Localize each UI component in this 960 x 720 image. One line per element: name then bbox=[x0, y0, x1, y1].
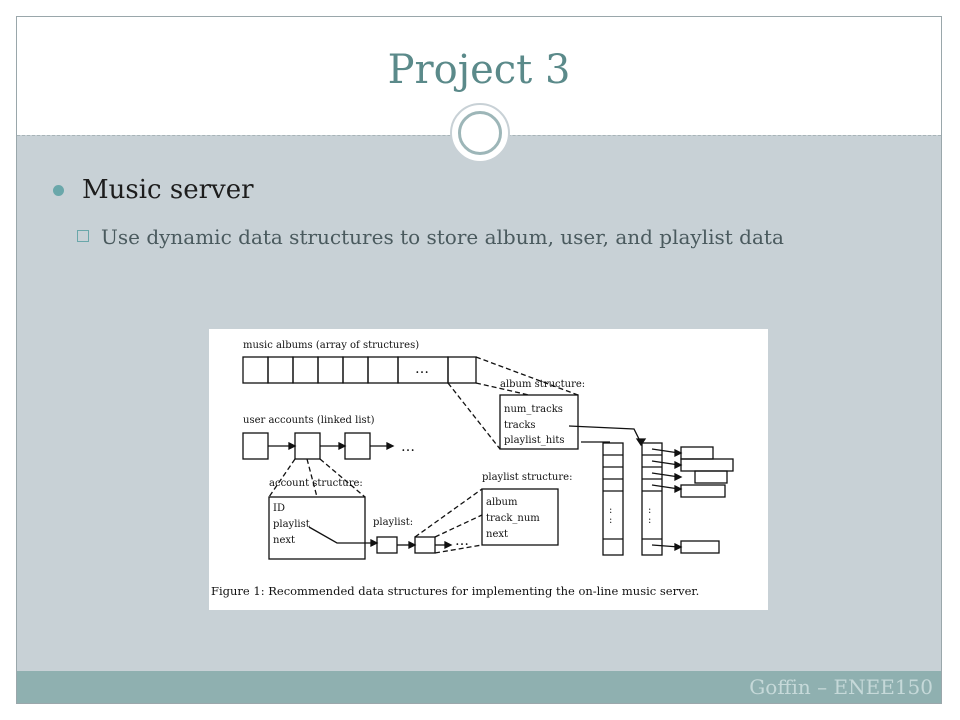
bullet-dot-icon bbox=[53, 184, 64, 196]
footer-text: Goffin – ENEE150 bbox=[749, 675, 933, 699]
label-user-accounts: user accounts (linked list) bbox=[243, 415, 375, 426]
account-structure-rect bbox=[268, 496, 366, 560]
label-music-albums: music albums (array of structures) bbox=[243, 340, 419, 351]
playlist-field-track-num: track_num bbox=[486, 513, 540, 524]
footer-bar: Goffin – ENEE150 bbox=[17, 671, 941, 703]
label-playlist: playlist: bbox=[373, 517, 413, 528]
album-structure-box: num_tracks tracks playlist_hits bbox=[499, 394, 579, 450]
account-zoom-lines bbox=[268, 458, 366, 498]
album-array-cell bbox=[292, 356, 319, 384]
hit-node bbox=[694, 470, 728, 484]
user-node bbox=[242, 432, 269, 460]
square-bullet-icon bbox=[77, 230, 89, 242]
album-pointer-arrows bbox=[568, 425, 647, 447]
playlist-hits-array: : : bbox=[641, 442, 663, 556]
label-playlist-structure: playlist structure: bbox=[482, 472, 572, 483]
user-accounts-list: … bbox=[242, 432, 415, 460]
page-title: Project 3 bbox=[387, 47, 571, 93]
svg-text::: : bbox=[648, 505, 651, 516]
sub-bullet-text: Use dynamic data structures to store alb… bbox=[101, 225, 784, 249]
playlist-hit-nodes bbox=[651, 446, 734, 554]
bullet-music-server: Music server bbox=[53, 175, 254, 205]
hit-node bbox=[680, 458, 734, 472]
album-array-ellipsis: … bbox=[415, 361, 429, 377]
svg-text::: : bbox=[609, 505, 612, 516]
account-structure-box: ID playlist next bbox=[268, 496, 366, 560]
album-array-cell bbox=[367, 356, 399, 384]
album-array-cell bbox=[267, 356, 294, 384]
sub-bullet-dynamic-structures: Use dynamic data structures to store alb… bbox=[77, 223, 917, 252]
tracks-array: : : bbox=[602, 442, 624, 556]
user-node bbox=[344, 432, 371, 460]
playlist-field-next: next bbox=[486, 529, 508, 540]
svg-text::: : bbox=[648, 515, 651, 526]
playlist-zoom-lines bbox=[414, 488, 483, 554]
tracks-array-rect bbox=[602, 442, 624, 556]
account-field-id: ID bbox=[273, 503, 285, 514]
album-array-cell bbox=[317, 356, 344, 384]
album-zoom-lines bbox=[447, 356, 579, 450]
playlist-node bbox=[414, 536, 436, 554]
user-node bbox=[294, 432, 321, 460]
playlist-structure-box: album track_num next bbox=[481, 488, 559, 546]
slide: Project 3 Music server Use dynamic data … bbox=[16, 16, 942, 704]
album-field-num-tracks: num_tracks bbox=[504, 404, 563, 415]
svg-text::: : bbox=[609, 515, 612, 526]
album-field-tracks: tracks bbox=[504, 420, 536, 431]
bullet-text-main: Music server bbox=[82, 175, 254, 205]
album-array-cell bbox=[342, 356, 369, 384]
playlist-ellipsis: … bbox=[455, 533, 469, 549]
title-ring-ornament bbox=[450, 103, 510, 163]
hit-node bbox=[680, 446, 714, 460]
label-album-structure: album structure: bbox=[500, 379, 585, 390]
title-ring-inner bbox=[458, 111, 502, 155]
user-list-ellipsis: … bbox=[401, 439, 415, 455]
album-structure-rect bbox=[499, 394, 579, 450]
album-array-cell bbox=[242, 356, 269, 384]
label-account-structure: account structure: bbox=[269, 478, 363, 489]
album-array-cell-last bbox=[447, 356, 477, 384]
hit-node bbox=[680, 484, 726, 498]
account-field-playlist: playlist bbox=[273, 519, 310, 530]
figure-diagram: music albums (array of structures) user … bbox=[211, 340, 734, 598]
data-structures-figure: music albums (array of structures) user … bbox=[209, 329, 768, 610]
hit-node bbox=[680, 540, 720, 554]
playlist-structure-rect bbox=[481, 488, 559, 546]
album-field-playlist-hits: playlist_hits bbox=[504, 435, 565, 446]
figure-caption: Figure 1: Recommended data structures fo… bbox=[211, 584, 699, 598]
playlist-node bbox=[376, 536, 398, 554]
playlist-linked-list: … bbox=[308, 526, 469, 554]
account-field-next: next bbox=[273, 535, 295, 546]
playlist-hits-array-rect bbox=[641, 442, 663, 556]
playlist-field-album: album bbox=[486, 497, 518, 508]
album-array: … bbox=[242, 356, 477, 384]
